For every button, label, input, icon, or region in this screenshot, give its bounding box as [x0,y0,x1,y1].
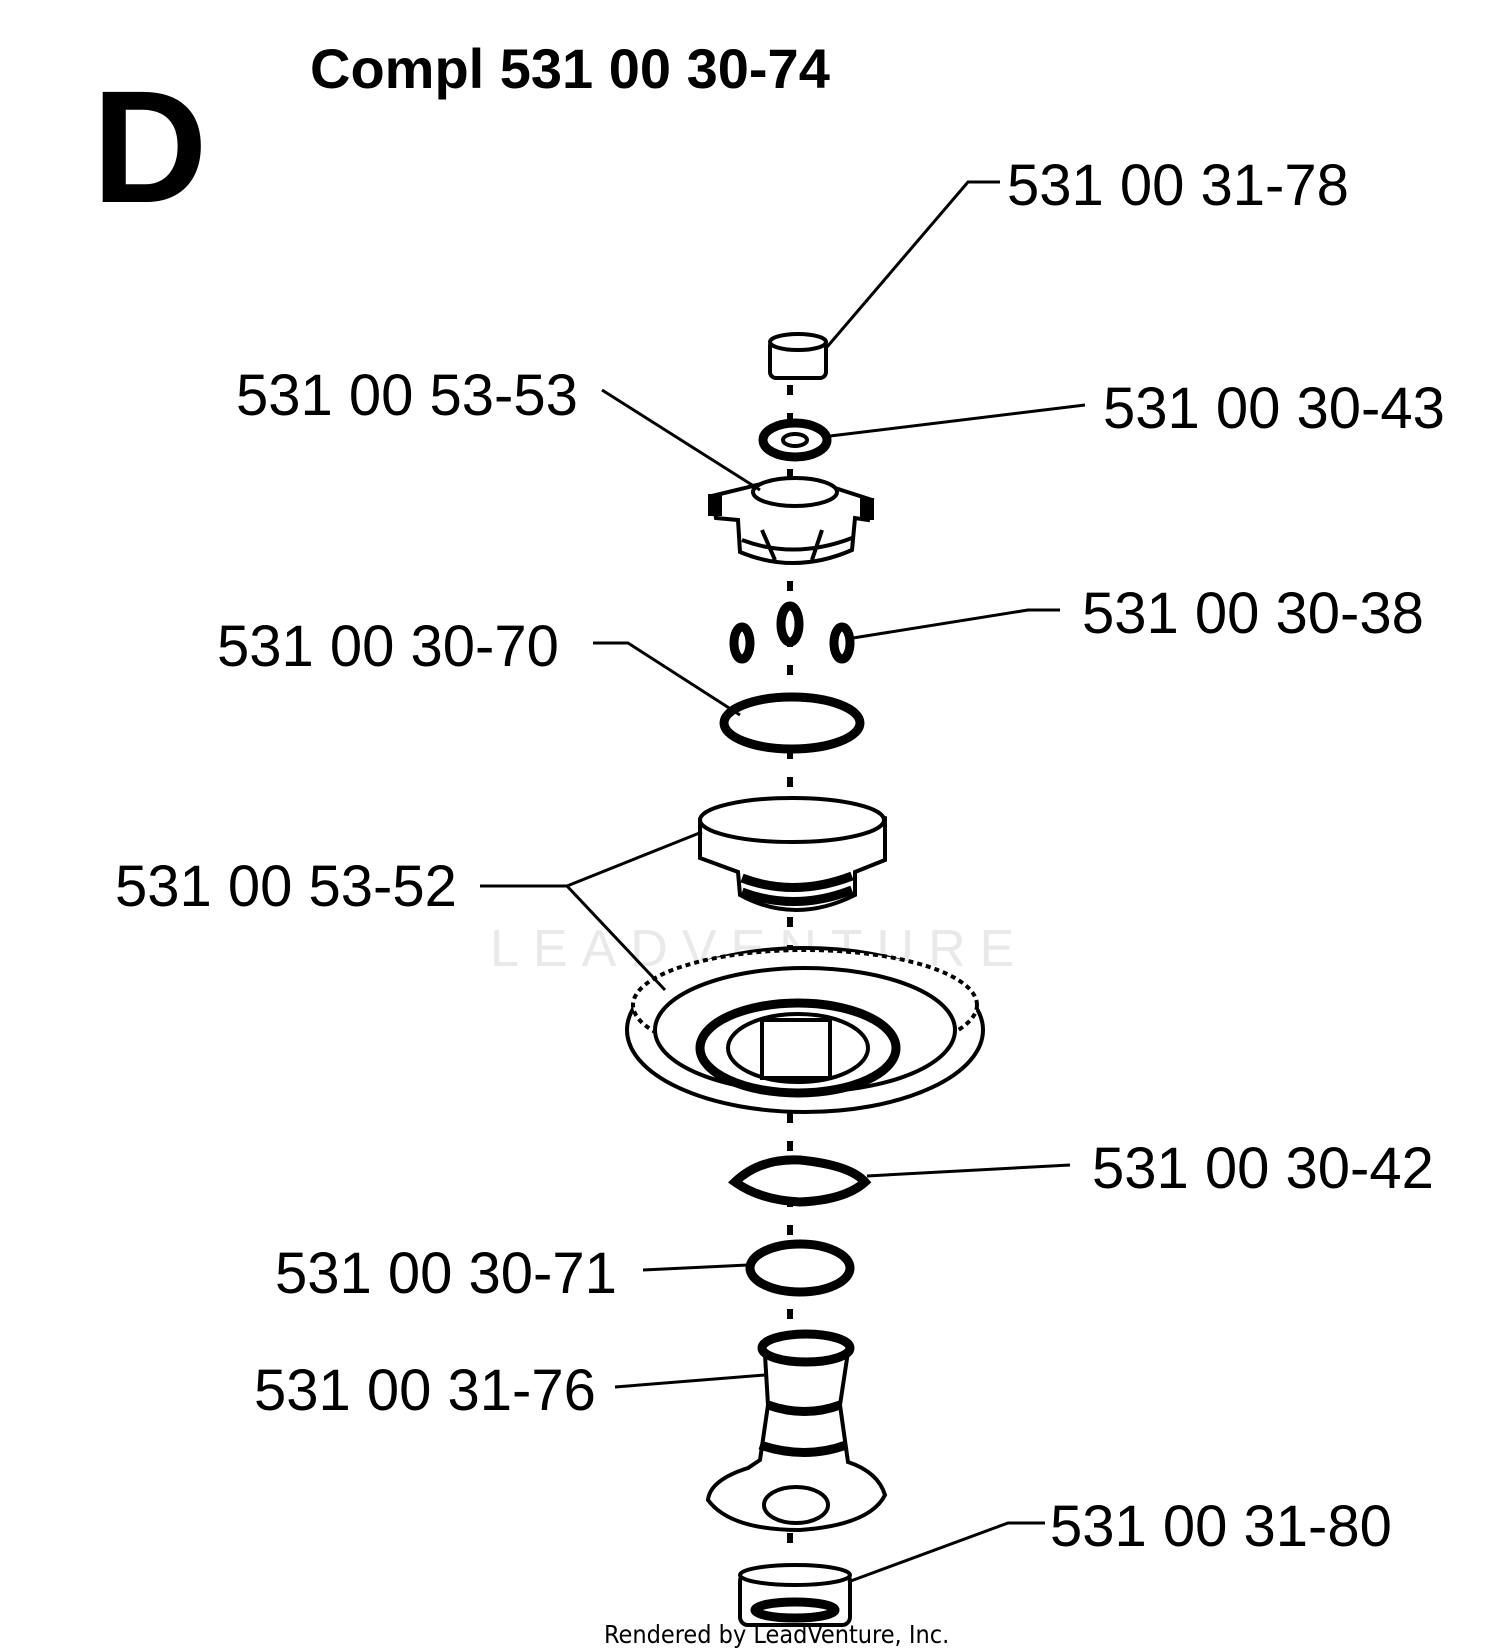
nut-top-part[interactable] [768,332,828,380]
leader-31-80 [847,1521,1045,1584]
leader-30-70 [593,641,741,717]
label-31-80: 531 00 31-80 [1050,1494,1392,1559]
label-30-43: 531 00 30-43 [1103,376,1445,441]
assembly-title: Compl 531 00 30-74 [310,37,830,100]
section-letter: D [92,57,208,236]
pins-part[interactable] [729,601,855,664]
label-53-52: 531 00 53-52 [115,854,457,919]
ring-lower-part[interactable] [745,1239,855,1297]
label-30-42: 531 00 30-42 [1092,1136,1434,1201]
leader-53-52-hub [480,830,703,888]
leader-31-76 [614,1373,766,1389]
leader-30-42 [866,1163,1071,1178]
leader-53-53 [601,388,761,492]
washer-top-part[interactable] [758,418,832,462]
cover-part[interactable] [708,476,875,565]
label-31-76: 531 00 31-76 [254,1358,596,1423]
gear-hub-part[interactable] [698,796,887,912]
washer-lower-part[interactable] [727,1155,872,1207]
leader-30-43 [829,403,1086,438]
leader-30-38 [852,608,1060,640]
label-53-53: 531 00 53-53 [236,363,578,428]
render-credit: Rendered by LeadVenture, Inc. [604,1620,949,1649]
label-30-38: 531 00 30-38 [1082,581,1424,646]
label-30-71: 531 00 30-71 [275,1241,617,1306]
label-30-70: 531 00 30-70 [217,614,559,679]
ring-upper-part[interactable] [719,692,865,754]
leader-31-78 [825,180,1000,348]
leader-lines [480,180,1086,1584]
gear-wheel-part[interactable] [625,946,985,1114]
leader-30-71 [642,1263,749,1272]
leader-53-52-gear [565,884,667,992]
label-31-78: 531 00 31-78 [1007,153,1349,218]
shaft-part[interactable] [705,1329,888,1533]
nut-bottom-part[interactable] [738,1563,852,1627]
